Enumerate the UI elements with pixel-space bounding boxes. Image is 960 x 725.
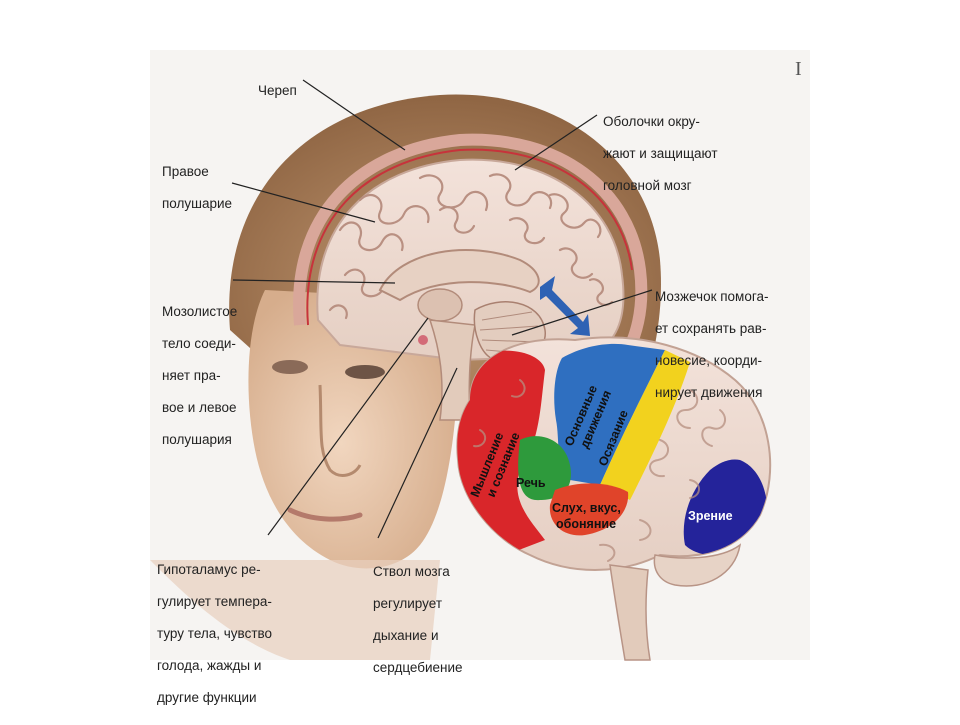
lateral-cerebellum bbox=[653, 543, 742, 587]
mouth bbox=[287, 507, 363, 522]
label-corpus-callosum: Мозолистое тело соеди- няет пра- вое и л… bbox=[162, 304, 238, 447]
lateral-brain: Мышление и сознание Основные движения Ос… bbox=[456, 336, 772, 661]
page-marker: I bbox=[795, 58, 802, 80]
nose-line bbox=[318, 384, 362, 477]
region-label-hearing: Слух, вкус, обоняние bbox=[552, 501, 624, 531]
brainstem bbox=[428, 319, 476, 421]
thalamus bbox=[417, 288, 463, 322]
leader-meninges bbox=[514, 114, 598, 171]
arrow-shape bbox=[540, 276, 590, 336]
left-eye bbox=[272, 360, 308, 374]
label-hypothalamus: Гипоталамус ре- гулирует темпера- туру т… bbox=[157, 562, 273, 705]
region-hearing bbox=[549, 483, 629, 536]
hypothalamus-dot bbox=[418, 335, 428, 345]
face-shape bbox=[248, 290, 455, 569]
corpus-callosum bbox=[378, 249, 540, 302]
lateral-brainstem bbox=[609, 564, 651, 661]
leader-skull bbox=[302, 79, 406, 151]
region-label-vision: Зрение bbox=[688, 509, 733, 523]
gyri-pattern bbox=[328, 173, 614, 320]
skull-layer bbox=[293, 133, 648, 359]
region-vision bbox=[683, 459, 768, 556]
right-eye bbox=[345, 365, 385, 379]
leader-corpus-callosum bbox=[232, 279, 396, 284]
neck-shape bbox=[150, 560, 440, 660]
leader-hypothalamus bbox=[267, 317, 429, 536]
leader-brainstem bbox=[377, 367, 458, 539]
leader-right-hemisphere bbox=[231, 182, 376, 223]
region-label-speech: Речь bbox=[516, 476, 546, 490]
region-motor bbox=[554, 343, 665, 485]
region-touch bbox=[600, 350, 690, 500]
label-right-hemisphere: Правое полушарие bbox=[162, 164, 233, 211]
label-meninges: Оболочки окру- жают и защищают головной … bbox=[603, 114, 718, 193]
label-brainstem: Ствол мозга регулирует дыхание и сердцеб… bbox=[373, 564, 463, 675]
label-cerebellum: Мозжечок помога- ет сохранять рав- новес… bbox=[655, 289, 769, 400]
leader-cerebellum bbox=[511, 289, 653, 336]
meninges-layer bbox=[306, 148, 633, 326]
label-skull: Череп bbox=[258, 83, 297, 98]
leader-lines bbox=[231, 79, 653, 539]
region-speech bbox=[518, 436, 571, 501]
lateral-gyri bbox=[473, 379, 727, 562]
